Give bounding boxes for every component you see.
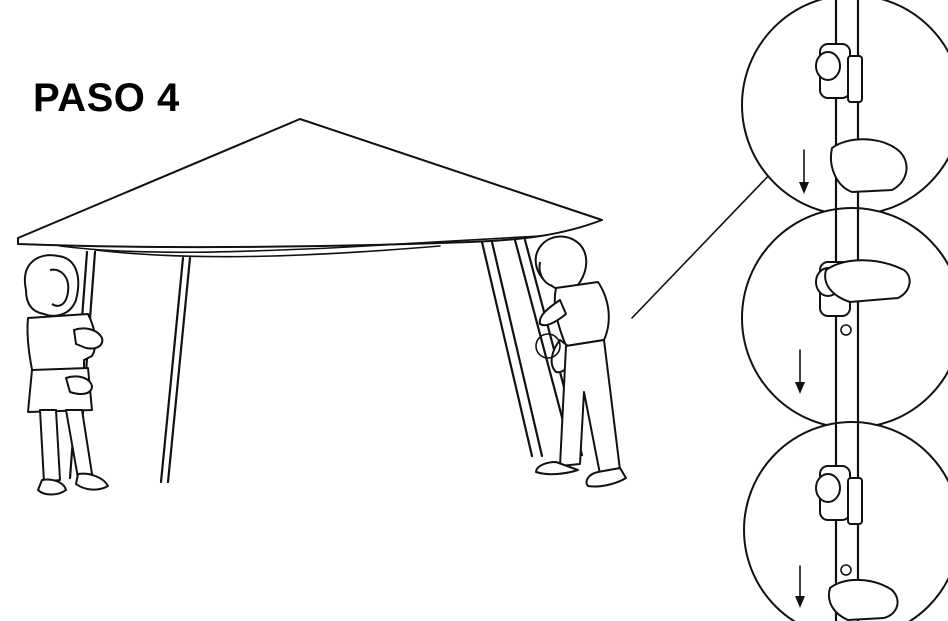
canopy	[18, 119, 602, 257]
detail-2	[742, 208, 948, 428]
left-person	[25, 255, 108, 494]
detail-1	[742, 0, 948, 215]
right-person	[536, 237, 626, 487]
detail-3	[744, 422, 948, 621]
frame-legs	[70, 240, 582, 482]
